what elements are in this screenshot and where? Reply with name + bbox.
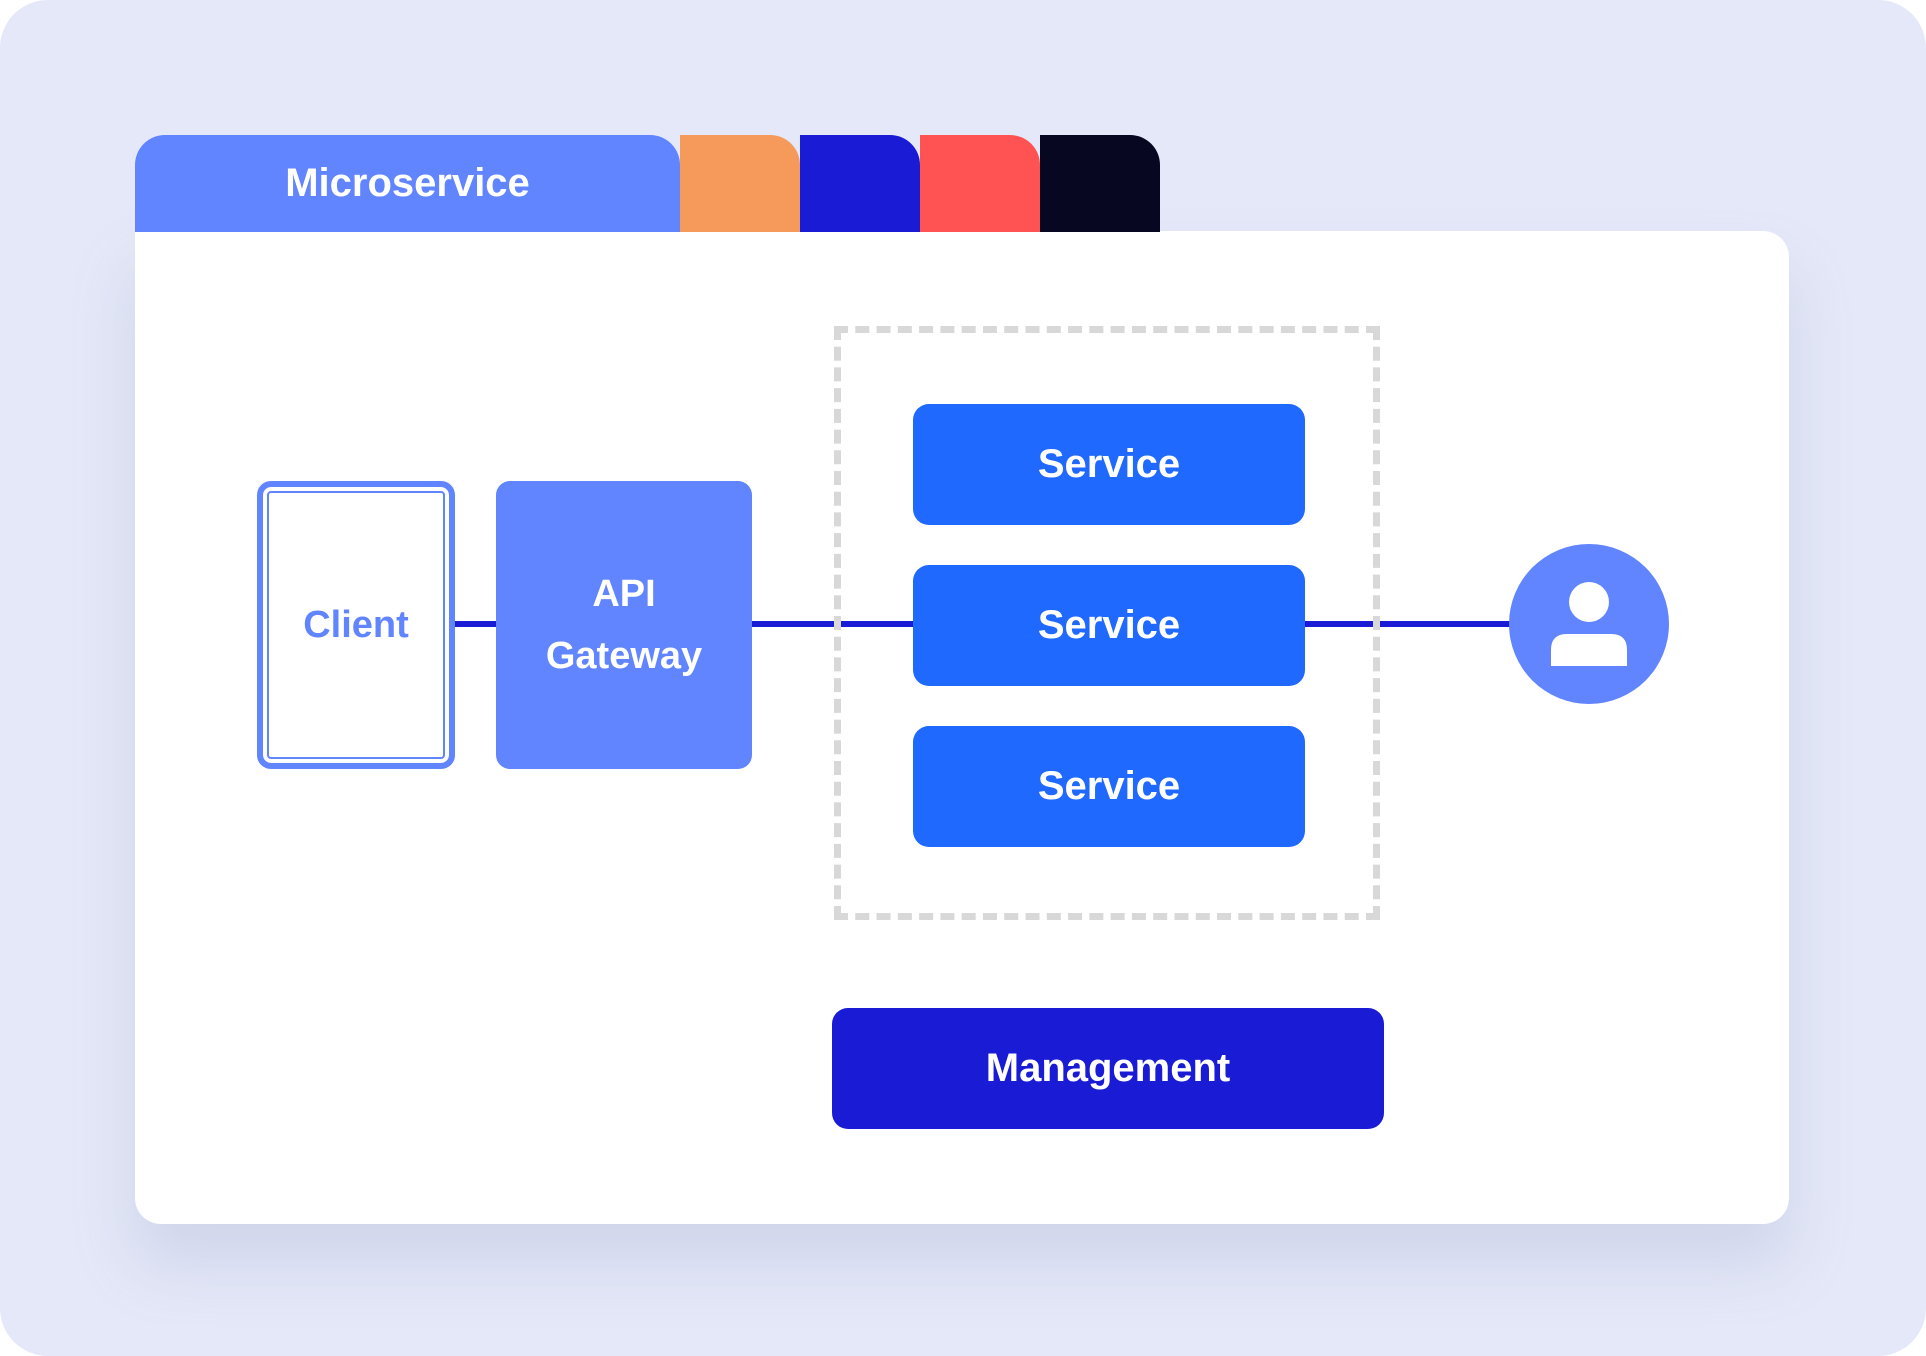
connector-service-user: [1302, 621, 1512, 627]
tab-color-blue[interactable]: [800, 135, 920, 232]
service-node-2[interactable]: Service: [913, 565, 1305, 686]
tab-microservice[interactable]: Microservice: [135, 135, 680, 232]
tab-color-orange[interactable]: [680, 135, 800, 232]
connector-gateway-service: [750, 621, 916, 627]
tab-color-red[interactable]: [920, 135, 1040, 232]
service-node-1[interactable]: Service: [913, 404, 1305, 525]
connector-client-gateway: [452, 621, 500, 627]
service-label: Service: [1037, 764, 1181, 808]
tab-color-black[interactable]: [1040, 135, 1160, 232]
gateway-label-line1: API: [592, 573, 656, 615]
services-group-boundary: [834, 326, 1380, 920]
service-label: Service: [1037, 442, 1181, 486]
gateway-label-line2: Gateway: [545, 635, 703, 677]
client-label: Client: [303, 603, 409, 646]
api-gateway-node[interactable]: API Gateway: [496, 481, 752, 769]
tab-title: Microservice: [285, 161, 530, 205]
service-node-3[interactable]: Service: [913, 726, 1305, 847]
client-node[interactable]: Client: [257, 481, 455, 769]
management-node[interactable]: Management: [832, 1008, 1384, 1129]
user-avatar[interactable]: [1509, 544, 1669, 704]
management-label: Management: [985, 1046, 1231, 1090]
user-icon: [1551, 582, 1627, 666]
service-label: Service: [1037, 603, 1181, 647]
